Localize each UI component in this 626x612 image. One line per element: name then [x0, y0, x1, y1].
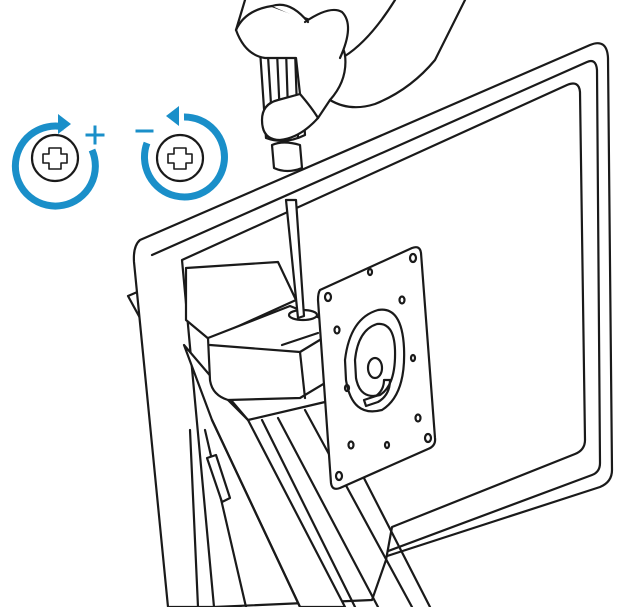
rotate-counterclockwise-screw-icon [137, 106, 224, 197]
monitor-stand-vesa-plate-icon [128, 43, 612, 607]
rotate-clockwise-screw-icon [15, 114, 103, 206]
